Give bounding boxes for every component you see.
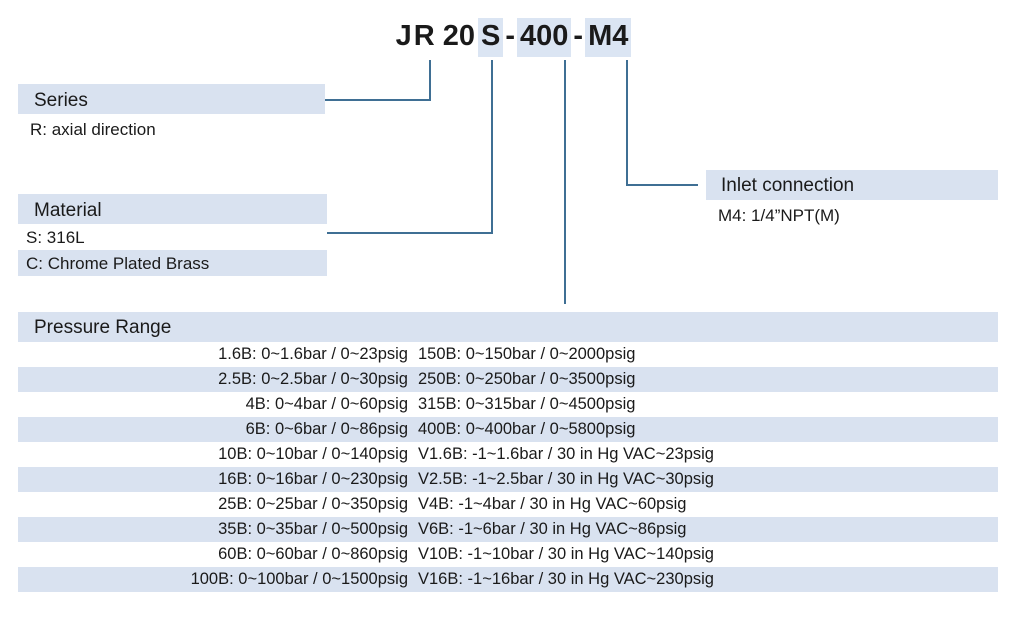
inlet-title: Inlet connection: [721, 175, 855, 196]
pressure-range-title-row: Pressure Range: [18, 312, 998, 342]
material-option-band-1: [18, 250, 327, 276]
code-dash-2: -: [573, 20, 584, 52]
table-row: 100B: 0~100bar / 0~1500psig V16B: -1~16ba…: [18, 567, 998, 592]
code-segment-series-prefix: JR: [393, 18, 440, 57]
table-row: 4B: 0~4bar / 0~60psig 315B: 0~315bar / 0~…: [18, 392, 998, 417]
pressure-range-cell-left: 2.5B: 0~2.5bar / 0~30psig: [218, 370, 408, 388]
table-row: 25B: 0~25bar / 0~350psig V4B: -1~4bar / 3…: [18, 492, 998, 517]
series-option-0: R: axial direction: [30, 120, 156, 139]
table-row: 6B: 0~6bar / 0~86psig 400B: 0~400bar / 0~…: [18, 417, 998, 442]
leader-line-inlet-vertical: [626, 60, 628, 186]
inlet-option-0: M4: 1/4”NPT(M): [718, 206, 840, 225]
code-segment-series-highlight: R: [413, 20, 435, 52]
series-title: Series: [34, 90, 88, 111]
material-title: Material: [34, 200, 102, 221]
pressure-range-title: Pressure Range: [34, 317, 172, 338]
pressure-range-cell-left: 25B: 0~25bar / 0~350psig: [218, 495, 408, 513]
leader-line-pressure-range-vertical: [564, 60, 566, 304]
pressure-range-cell-left: 16B: 0~16bar / 0~230psig: [218, 470, 408, 488]
table-row: 60B: 0~60bar / 0~860psig V10B: -1~10bar /…: [18, 542, 998, 567]
pressure-range-cell-right: 400B: 0~400bar / 0~5800psig: [418, 420, 636, 438]
pressure-range-rows: 1.6B: 0~1.6bar / 0~23psig 150B: 0~150bar …: [18, 342, 998, 592]
pressure-range-cell-right: V16B: -1~16bar / 30 in Hg VAC~230psig: [418, 570, 714, 588]
pressure-range-cell-right: 315B: 0~315bar / 0~4500psig: [418, 395, 636, 413]
table-row: 35B: 0~35bar / 0~500psig V6B: -1~6bar / 3…: [18, 517, 998, 542]
series-title-band: [18, 84, 325, 114]
pressure-range-cell-left: 4B: 0~4bar / 0~60psig: [245, 395, 408, 413]
code-prefix-plain: J: [395, 20, 412, 52]
table-row: 2.5B: 0~2.5bar / 0~30psig 250B: 0~250bar …: [18, 367, 998, 392]
leader-line-series-horizontal: [325, 99, 431, 101]
pressure-range-table: Pressure Range 1.6B: 0~1.6bar / 0~23psig…: [18, 312, 998, 592]
leader-line-series-vertical: [429, 60, 431, 101]
pressure-range-cell-right: V6B: -1~6bar / 30 in Hg VAC~86psig: [418, 520, 687, 538]
material-option-band-0: [18, 224, 327, 250]
pressure-range-cell-left: 60B: 0~60bar / 0~860psig: [218, 545, 408, 563]
code-segment-inlet-connection: M4: [585, 18, 632, 57]
pressure-range-cell-right: V1.6B: -1~1.6bar / 30 in Hg VAC~23psig: [418, 445, 714, 463]
pressure-range-cell-left: 35B: 0~35bar / 0~500psig: [218, 520, 408, 538]
material-option-0: S: 316L: [26, 228, 85, 247]
pressure-range-cell-right: V2.5B: -1~2.5bar / 30 in Hg VAC~30psig: [418, 470, 714, 488]
leader-line-material-horizontal: [327, 232, 493, 234]
leader-line-material-vertical: [491, 60, 493, 234]
pressure-range-cell-right: V4B: -1~4bar / 30 in Hg VAC~60psig: [418, 495, 687, 513]
pressure-range-cell-left: 6B: 0~6bar / 0~86psig: [245, 420, 408, 438]
code-segment-size: 20: [442, 20, 475, 52]
pressure-range-cell-left: 10B: 0~10bar / 0~140psig: [218, 445, 408, 463]
table-row: 10B: 0~10bar / 0~140psig V1.6B: -1~1.6bar…: [18, 442, 998, 467]
pressure-range-cell-left: 100B: 0~100bar / 0~1500psig: [190, 570, 408, 588]
pressure-range-cell-right: 250B: 0~250bar / 0~3500psig: [418, 370, 636, 388]
pressure-range-cell-right: V10B: -1~10bar / 30 in Hg VAC~140psig: [418, 545, 714, 563]
leader-line-inlet-horizontal: [626, 184, 698, 186]
material-title-band: [18, 194, 327, 224]
code-segment-material: S: [477, 18, 504, 57]
pressure-range-cell-right: 150B: 0~150bar / 0~2000psig: [418, 345, 636, 363]
code-segment-pressure-range: 400: [517, 18, 572, 57]
table-row: 16B: 0~16bar / 0~230psig V2.5B: -1~2.5bar…: [18, 467, 998, 492]
material-option-1: C: Chrome Plated Brass: [26, 254, 210, 273]
pressure-range-cell-left: 1.6B: 0~1.6bar / 0~23psig: [218, 345, 408, 363]
inlet-title-band: [706, 170, 998, 200]
code-dash-1: -: [505, 20, 515, 52]
table-row: 1.6B: 0~1.6bar / 0~23psig 150B: 0~150bar …: [18, 342, 998, 367]
